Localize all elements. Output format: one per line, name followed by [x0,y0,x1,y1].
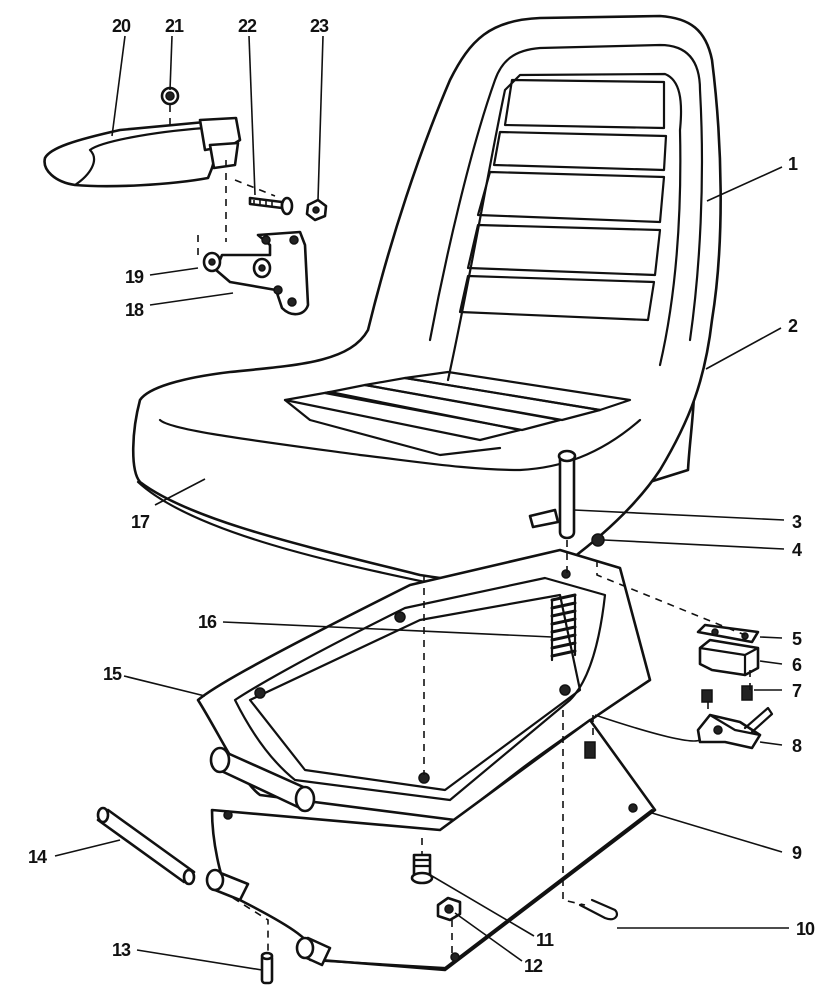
callout-15: 15 [103,664,122,684]
seat-cushion-outline [131,14,722,584]
seat-back-inner-rim [428,43,704,342]
seat-back-ribs [458,78,668,322]
armrest-20 [43,120,217,188]
callout-21: 21 [165,16,184,36]
assembly-lines [232,540,751,955]
callout-labels: 20 21 22 23 1 2 3 4 5 6 7 8 9 10 11 12 1… [28,16,816,976]
callout-11: 11 [536,930,554,950]
callout-3: 3 [792,512,802,532]
tubes [96,746,332,985]
callout-18: 18 [125,300,144,320]
callout-19: 19 [125,267,144,287]
callout-22: 22 [238,16,257,36]
callout-16: 16 [198,612,217,632]
callout-5: 5 [792,629,802,649]
callout-20: 20 [112,16,131,36]
callout-9: 9 [792,843,802,863]
callout-4: 4 [792,540,802,560]
leader-lines [54,35,789,971]
callout-17: 17 [131,512,150,532]
callout-6: 6 [792,655,802,675]
callout-2: 2 [788,316,798,336]
callout-1: 1 [788,154,798,174]
callout-10: 10 [796,919,815,939]
callout-23: 23 [310,16,329,36]
callout-13: 13 [112,940,131,960]
latch-hardware [410,533,774,922]
callout-12: 12 [524,956,543,976]
seat-cushion-ribs [283,370,632,457]
spring-16 [550,593,577,662]
pin-and-spring [528,449,577,662]
callout-14: 14 [28,847,47,867]
callout-8: 8 [792,736,802,756]
rod-14 [96,808,196,884]
callout-7: 7 [792,681,802,701]
seat-assembly [131,14,722,591]
armrest-group [43,86,328,316]
